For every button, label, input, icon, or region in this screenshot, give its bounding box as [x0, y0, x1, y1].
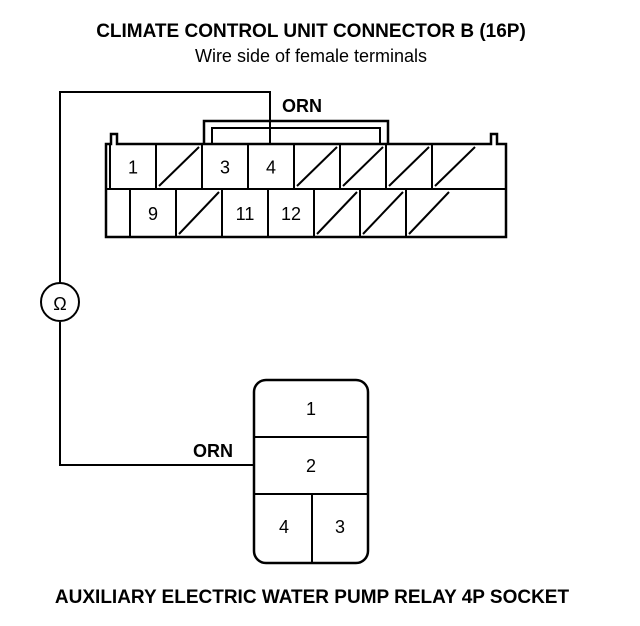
connector-title: CLIMATE CONTROL UNIT CONNECTOR B (16P)	[96, 21, 526, 42]
top-row-blank-cavity	[342, 146, 384, 187]
connector-body	[104, 132, 508, 239]
terminal-11: 11	[236, 204, 255, 224]
terminal-3: 3	[220, 158, 230, 178]
top-row-blank-cavity	[434, 146, 476, 187]
top-row-blank-cavity	[296, 146, 338, 187]
connector-b: 1 3 4 9 11 12	[104, 119, 508, 239]
orn-label-socket: ORN	[193, 441, 233, 461]
top-row-blank-cavity	[388, 146, 430, 187]
test-lead-wire	[59, 91, 271, 466]
bottom-row-blank-cavity	[362, 191, 404, 235]
ohm-symbol: Ω	[53, 294, 66, 314]
top-row-blank-cavity	[158, 146, 200, 187]
terminal-1: 1	[128, 158, 138, 178]
socket-pin-1: 1	[306, 399, 316, 419]
socket-pin-2: 2	[306, 456, 316, 476]
bottom-row-blank-cavity	[316, 191, 358, 235]
terminal-12: 12	[281, 204, 301, 224]
connector-bottom-row: 9 11 12	[129, 189, 450, 237]
relay-socket: 1 2 4 3	[252, 378, 370, 565]
socket-pin-4: 4	[279, 517, 289, 537]
bottom-row-blank-cavity	[178, 191, 220, 235]
socket-caption: AUXILIARY ELECTRIC WATER PUMP RELAY 4P S…	[55, 587, 570, 608]
connector-subtitle: Wire side of female terminals	[195, 46, 427, 66]
terminal-4: 4	[266, 158, 276, 178]
ohmmeter: Ω	[40, 282, 80, 322]
terminal-9: 9	[148, 204, 158, 224]
orn-label-connector: ORN	[282, 96, 322, 116]
socket-pin-3: 3	[335, 517, 345, 537]
bottom-row-blank-cavity	[408, 191, 450, 235]
connector-top-row: 1 3 4	[109, 144, 476, 189]
